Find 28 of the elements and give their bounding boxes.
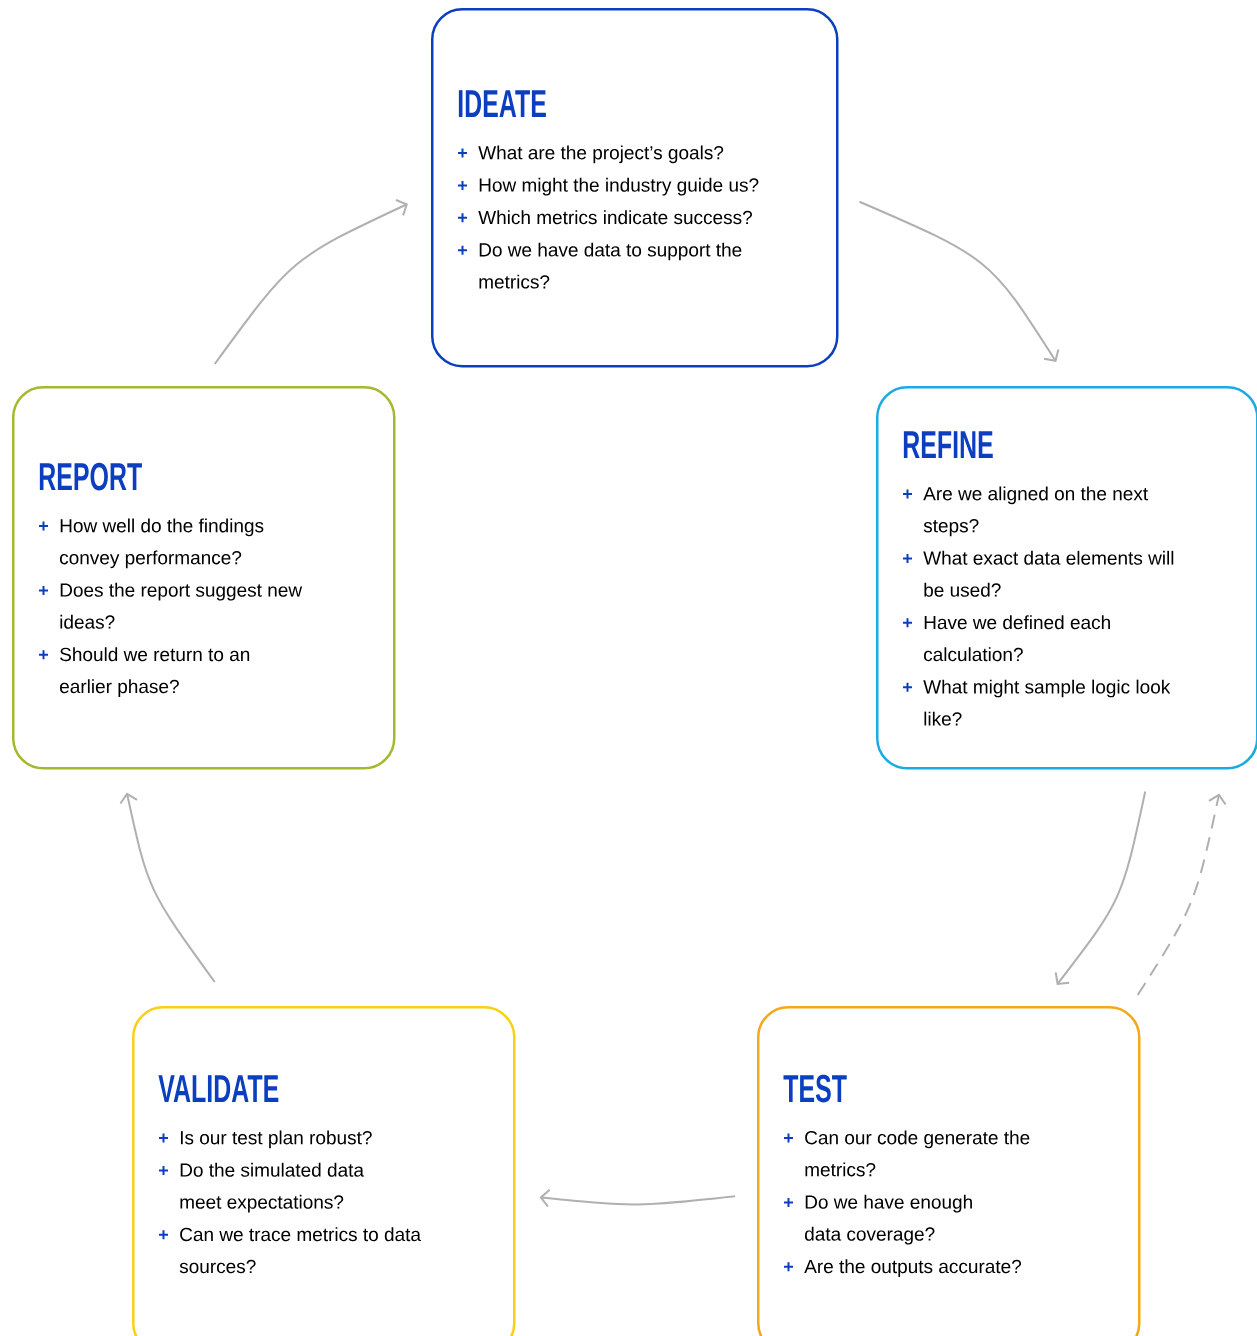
bullet-item: What exact data elements will be used?	[902, 550, 1174, 597]
bullet-item: Have we defined each calculation?	[902, 615, 1110, 662]
bullet-item: Are we aligned on the next steps?	[902, 486, 1148, 537]
box-title: IDEATE	[458, 90, 546, 117]
bullet-item: Do we have enough data coverage?	[783, 1194, 972, 1245]
bullet-item: Do we have data to support the metrics?	[457, 242, 742, 289]
bullet-item: Can our code generate the metrics?	[783, 1130, 1030, 1177]
bullet-item: Which metrics indicate success?	[457, 210, 752, 225]
arrow	[539, 1188, 736, 1208]
bullet-item: How might the industry guide us?	[457, 177, 759, 196]
arrow	[119, 792, 216, 983]
bullet-item: Do the simulated data meet expectations?	[158, 1162, 364, 1213]
box-title: REPORT	[39, 462, 142, 491]
bullet-item: Is our test plan robust?	[158, 1130, 372, 1149]
arrow	[1054, 790, 1147, 985]
bullet-item: Are the outputs accurate?	[783, 1259, 1022, 1277]
bullet-item: Can we trace metrics to data sources?	[158, 1227, 421, 1274]
bullet-item: What might sample logic look like?	[902, 679, 1171, 726]
box-title: VALIDATE	[158, 1075, 279, 1102]
bullet-item: What are the project’s goals?	[457, 145, 724, 164]
arrow	[1136, 793, 1227, 996]
bullet-item: Does the report suggest new ideas?	[38, 582, 303, 629]
box-title: REFINE	[903, 431, 993, 458]
bullet-item: Should we return to an earlier phase?	[38, 647, 250, 697]
arrow	[213, 199, 408, 365]
arrow	[858, 200, 1060, 362]
bullet-item: How well do the findings convey performance?	[38, 518, 264, 569]
box-title: TEST	[783, 1074, 847, 1103]
